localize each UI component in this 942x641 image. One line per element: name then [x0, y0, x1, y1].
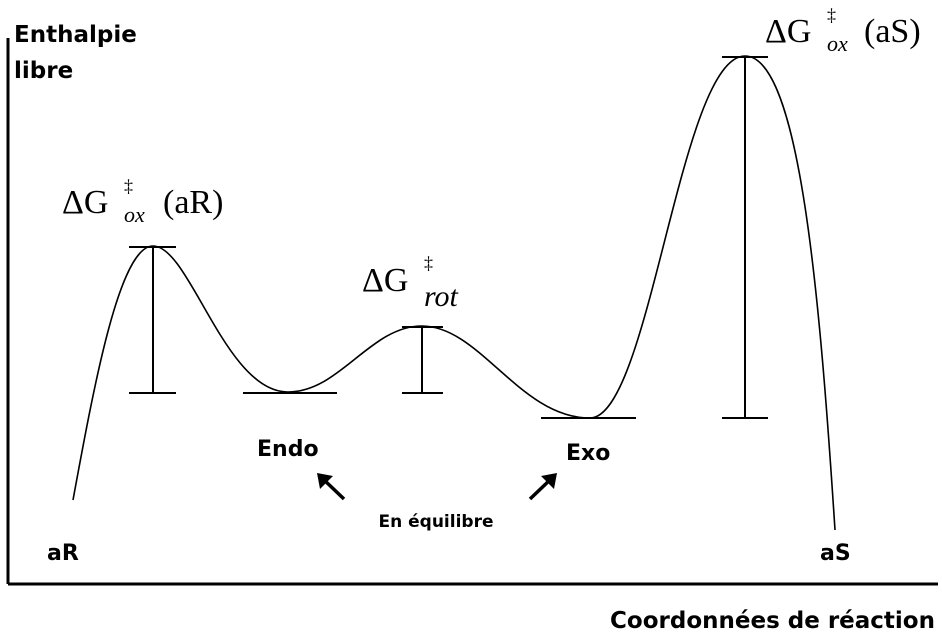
barrier-ox-aR-label: ΔG ‡ ox (aR)	[62, 176, 223, 227]
exo-label: Exo	[566, 441, 610, 466]
equilibrium-label: En équilibre	[379, 512, 494, 532]
barrier-ox-aS-label: ΔG ‡ ox (aS)	[765, 5, 921, 56]
aS-label: aS	[820, 541, 851, 566]
svg-text:‡: ‡	[424, 253, 433, 273]
svg-text:ΔG: ΔG	[362, 262, 408, 299]
arrow-to-exo-icon	[528, 473, 557, 501]
svg-text:ox: ox	[124, 202, 145, 227]
y-axis-label-line1: Enthalpie	[14, 22, 137, 48]
x-axis-label: Coordonnées de réaction	[610, 608, 935, 634]
svg-text:(aS): (aS)	[864, 13, 921, 50]
svg-text:‡: ‡	[827, 5, 836, 25]
barrier-rot-label: ΔG ‡ rot	[362, 253, 459, 313]
svg-text:‡: ‡	[124, 176, 133, 196]
svg-text:(aR): (aR)	[163, 184, 223, 221]
endo-label: Endo	[257, 437, 319, 462]
y-axis-label-line2: libre	[14, 58, 73, 84]
svg-text:ΔG: ΔG	[765, 13, 811, 50]
aR-label: aR	[47, 541, 79, 566]
barrier-rot-bar	[402, 326, 443, 394]
svg-text:ox: ox	[827, 31, 848, 56]
barrier-ox-aR-bar	[129, 246, 176, 394]
svg-text:rot: rot	[424, 280, 459, 313]
svg-text:ΔG: ΔG	[62, 184, 108, 221]
barrier-ox-aS-bar	[722, 56, 768, 419]
arrow-to-endo-icon	[317, 473, 346, 501]
